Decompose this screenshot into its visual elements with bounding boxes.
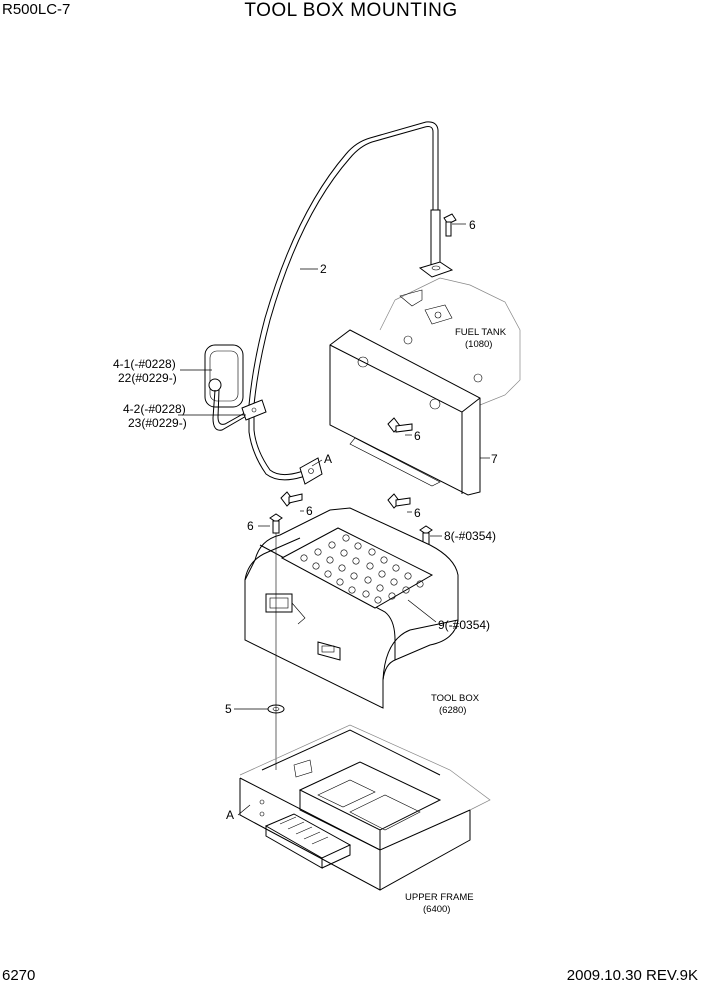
upper-frame-label: UPPER FRAME <box>405 892 474 903</box>
leader-lines <box>178 223 490 816</box>
callout-6-cover: 6 <box>414 429 421 443</box>
callout-8: 8(-#0354) <box>444 529 496 543</box>
callout-5: 5 <box>225 702 232 716</box>
mirror-stay-pipe <box>248 121 454 485</box>
pipe-clamp <box>241 399 267 421</box>
callout-9: 9(-#0354) <box>438 618 490 632</box>
callout-22: 22(#0229-) <box>118 371 177 385</box>
callouts: 6 2 4-1(-#0228) 22(#0229-) 4-2(-#0228) 2… <box>113 218 498 822</box>
callout-A-lower: A <box>226 808 234 822</box>
tool-box-label: TOOL BOX <box>431 693 480 704</box>
fuel-tank-ref: (1080) <box>465 339 492 350</box>
bolt-toolbox-left <box>269 513 283 534</box>
callout-6-upper: 6 <box>469 218 476 232</box>
callout-23: 23(#0229-) <box>128 416 187 430</box>
reference-labels: FUEL TANK (1080) TOOL BOX (6280) UPPER F… <box>405 327 507 915</box>
bolt-upper <box>443 213 457 237</box>
bolt-pipe-mount <box>280 491 303 507</box>
page-number: 6270 <box>2 967 36 984</box>
revision-stamp: 2009.10.30 REV.9K <box>566 967 698 984</box>
callout-4-1: 4-1(-#0228) <box>113 357 176 371</box>
rear-mirror <box>204 344 251 431</box>
page-title: TOOL BOX MOUNTING <box>244 0 458 21</box>
callout-A-upper: A <box>324 452 332 466</box>
fuel-tank-outline <box>379 277 521 406</box>
callout-2: 2 <box>320 262 327 276</box>
callout-7: 7 <box>491 452 498 466</box>
callout-4-2: 4-2(-#0228) <box>123 402 186 416</box>
model-code: R500LC-7 <box>2 1 71 18</box>
cover-plate <box>329 329 481 496</box>
callout-6-pipe: 6 <box>306 504 313 518</box>
tool-box-ref: (6280) <box>439 705 466 716</box>
upper-frame <box>239 724 491 891</box>
callout-6-left: 6 <box>247 519 254 533</box>
fuel-tank-label: FUEL TANK <box>455 327 507 338</box>
bolt-cover-low <box>387 493 411 509</box>
callout-6-low: 6 <box>414 506 421 520</box>
upper-frame-ref: (6400) <box>423 904 450 915</box>
bolt-cover-mid <box>387 417 413 433</box>
